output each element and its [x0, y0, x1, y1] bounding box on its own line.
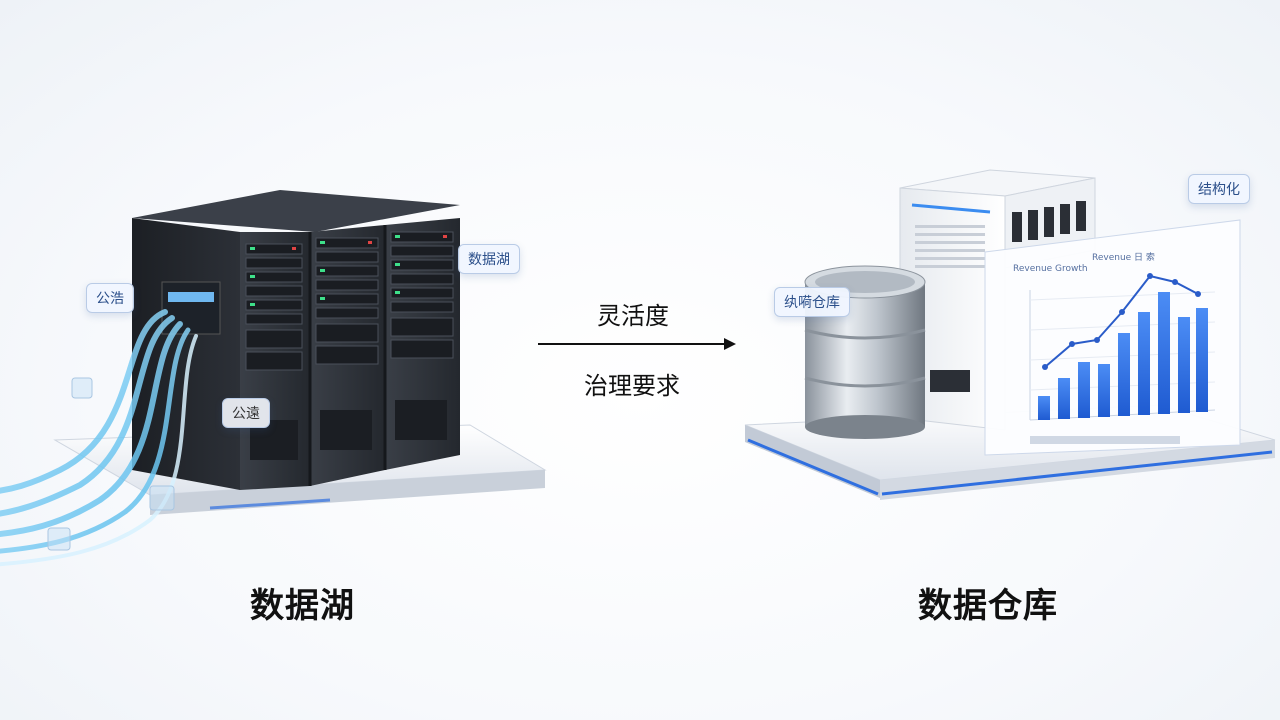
data-cables [0, 309, 198, 567]
panel-header-right: Revenue 日 索 [1092, 253, 1155, 263]
dashboard-panel [984, 219, 1241, 456]
data-lake-caption: 数据湖 [250, 586, 355, 626]
data-warehouse-caption: 数据仓库 [918, 586, 1058, 626]
lake-tag-bottom: 公遠 [222, 398, 270, 428]
floating-cubes [47, 377, 175, 551]
flexibility-label: 灵活度 [597, 302, 669, 330]
server-racks [132, 190, 460, 490]
warehouse-tag-barrel: 纨嗬仓库 [774, 287, 850, 317]
warehouse-tag-top: 结构化 [1188, 174, 1250, 204]
governance-label: 治理要求 [584, 372, 680, 400]
lake-tag-right: 数据湖 [458, 244, 520, 274]
lake-tag-left: 公浩 [86, 283, 134, 313]
panel-header-left: Revenue Growth [1013, 264, 1088, 274]
transition-arrow [538, 338, 736, 350]
dashboard-bars [1038, 292, 1208, 420]
